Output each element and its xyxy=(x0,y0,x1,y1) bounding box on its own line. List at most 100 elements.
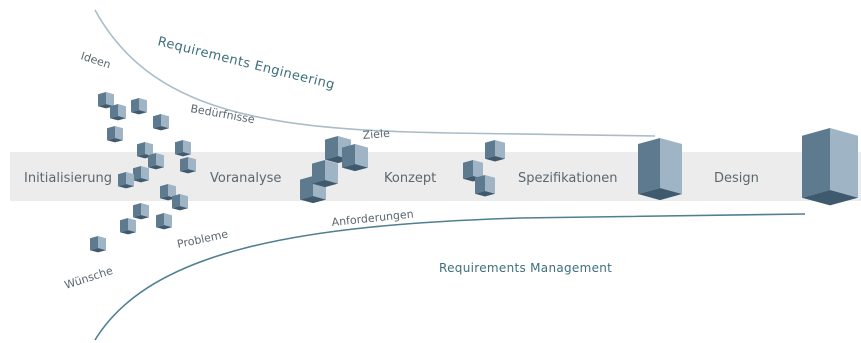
cube-right-face xyxy=(139,98,147,113)
cube xyxy=(118,172,134,189)
cube-right-face xyxy=(188,157,196,172)
cube-left-face xyxy=(156,213,164,228)
cube-left-face xyxy=(118,172,126,187)
title-requirements-engineering: Requirements Engineering xyxy=(156,34,336,93)
cube-right-face xyxy=(830,128,858,198)
cube xyxy=(131,98,147,115)
cube-bottom-face xyxy=(120,230,136,235)
cube-group xyxy=(90,92,858,253)
cube-right-face xyxy=(180,194,188,209)
cube xyxy=(133,166,149,183)
phase-spezifikationen: Spezifikationen xyxy=(518,171,618,186)
cube-right-face xyxy=(660,138,682,195)
cube-right-face xyxy=(485,175,495,194)
cube-left-face xyxy=(485,140,495,159)
input-ideen: Ideen xyxy=(79,49,112,71)
cube-left-face xyxy=(131,98,139,113)
cube-bottom-face xyxy=(153,126,169,131)
cube-right-face xyxy=(168,184,176,199)
cube xyxy=(485,140,505,162)
cube-bottom-face xyxy=(180,169,196,174)
cube-left-face xyxy=(133,203,141,218)
cube xyxy=(133,203,149,220)
cube xyxy=(137,142,153,159)
phase-konzept: Konzept xyxy=(384,171,436,186)
cube-left-face xyxy=(175,140,183,155)
cube-bottom-face xyxy=(107,138,123,143)
cube-bottom-face xyxy=(90,248,106,253)
cube-left-face xyxy=(133,166,141,181)
cube-bottom-face xyxy=(638,188,682,201)
cube xyxy=(148,153,164,170)
cube-bottom-face xyxy=(110,116,126,121)
cube-bottom-face xyxy=(312,180,338,188)
cube-bottom-face xyxy=(172,206,188,211)
cube-bottom-face xyxy=(148,165,164,170)
cube-bottom-face xyxy=(175,152,191,157)
cube-right-face xyxy=(473,160,483,179)
cube xyxy=(175,140,191,157)
cube-left-face xyxy=(312,160,325,184)
input-probleme: Probleme xyxy=(176,227,230,251)
cube-bottom-face xyxy=(133,215,149,220)
cube-bottom-face xyxy=(475,191,495,197)
management-lower-curve xyxy=(94,213,806,341)
cube-left-face xyxy=(153,114,161,129)
cube-right-face xyxy=(98,236,106,251)
cube-bottom-face xyxy=(131,110,147,115)
cube-left-face xyxy=(342,144,355,168)
cube-bottom-face xyxy=(118,184,134,189)
phase-design: Design xyxy=(714,171,759,186)
cube-right-face xyxy=(141,166,149,181)
engineering-upper-curve xyxy=(94,9,656,137)
cube-right-face xyxy=(126,172,134,187)
cube xyxy=(312,160,338,188)
cube-bottom-face xyxy=(98,104,114,109)
cube xyxy=(638,138,682,201)
cube-right-face xyxy=(145,142,153,157)
cube xyxy=(156,213,172,230)
cube-right-face xyxy=(495,140,505,159)
cube-left-face xyxy=(148,153,156,168)
cube xyxy=(153,114,169,131)
output-anforderungen: Anforderungen xyxy=(331,207,414,229)
cube-left-face xyxy=(107,126,115,141)
cube-right-face xyxy=(128,218,136,233)
cube xyxy=(802,128,858,206)
cube-right-face xyxy=(325,160,338,184)
phase-voranalyse: Voranalyse xyxy=(210,171,281,186)
cube xyxy=(120,218,136,235)
title-requirements-management: Requirements Management xyxy=(439,261,612,275)
input-wuensche: Wünsche xyxy=(63,264,115,292)
cube xyxy=(107,126,123,143)
cube-left-face xyxy=(325,136,338,160)
cube-left-face xyxy=(802,128,830,198)
cube-left-face xyxy=(463,160,473,179)
cube-left-face xyxy=(180,157,188,172)
cube xyxy=(110,104,126,121)
cube-bottom-face xyxy=(485,156,505,162)
phase-initialisierung: Initialisierung xyxy=(24,171,112,186)
cube-left-face xyxy=(300,176,313,200)
cube xyxy=(98,92,114,109)
cube-bottom-face xyxy=(342,164,368,172)
input-beduerfnisse: Bedürfnisse xyxy=(189,102,255,126)
cube-left-face xyxy=(90,236,98,251)
cube-left-face xyxy=(475,175,485,194)
cube-right-face xyxy=(183,140,191,155)
cube-bottom-face xyxy=(300,196,326,204)
cube-right-face xyxy=(115,126,123,141)
cube-right-face xyxy=(164,213,172,228)
cube xyxy=(342,144,368,172)
cube-left-face xyxy=(160,184,168,199)
cube-right-face xyxy=(141,203,149,218)
cube-right-face xyxy=(355,144,368,168)
cube xyxy=(172,194,188,211)
cube xyxy=(90,236,106,253)
cube-bottom-face xyxy=(133,178,149,183)
cube-right-face xyxy=(161,114,169,129)
output-ziele: Ziele xyxy=(362,127,390,142)
cube-bottom-face xyxy=(802,190,858,206)
